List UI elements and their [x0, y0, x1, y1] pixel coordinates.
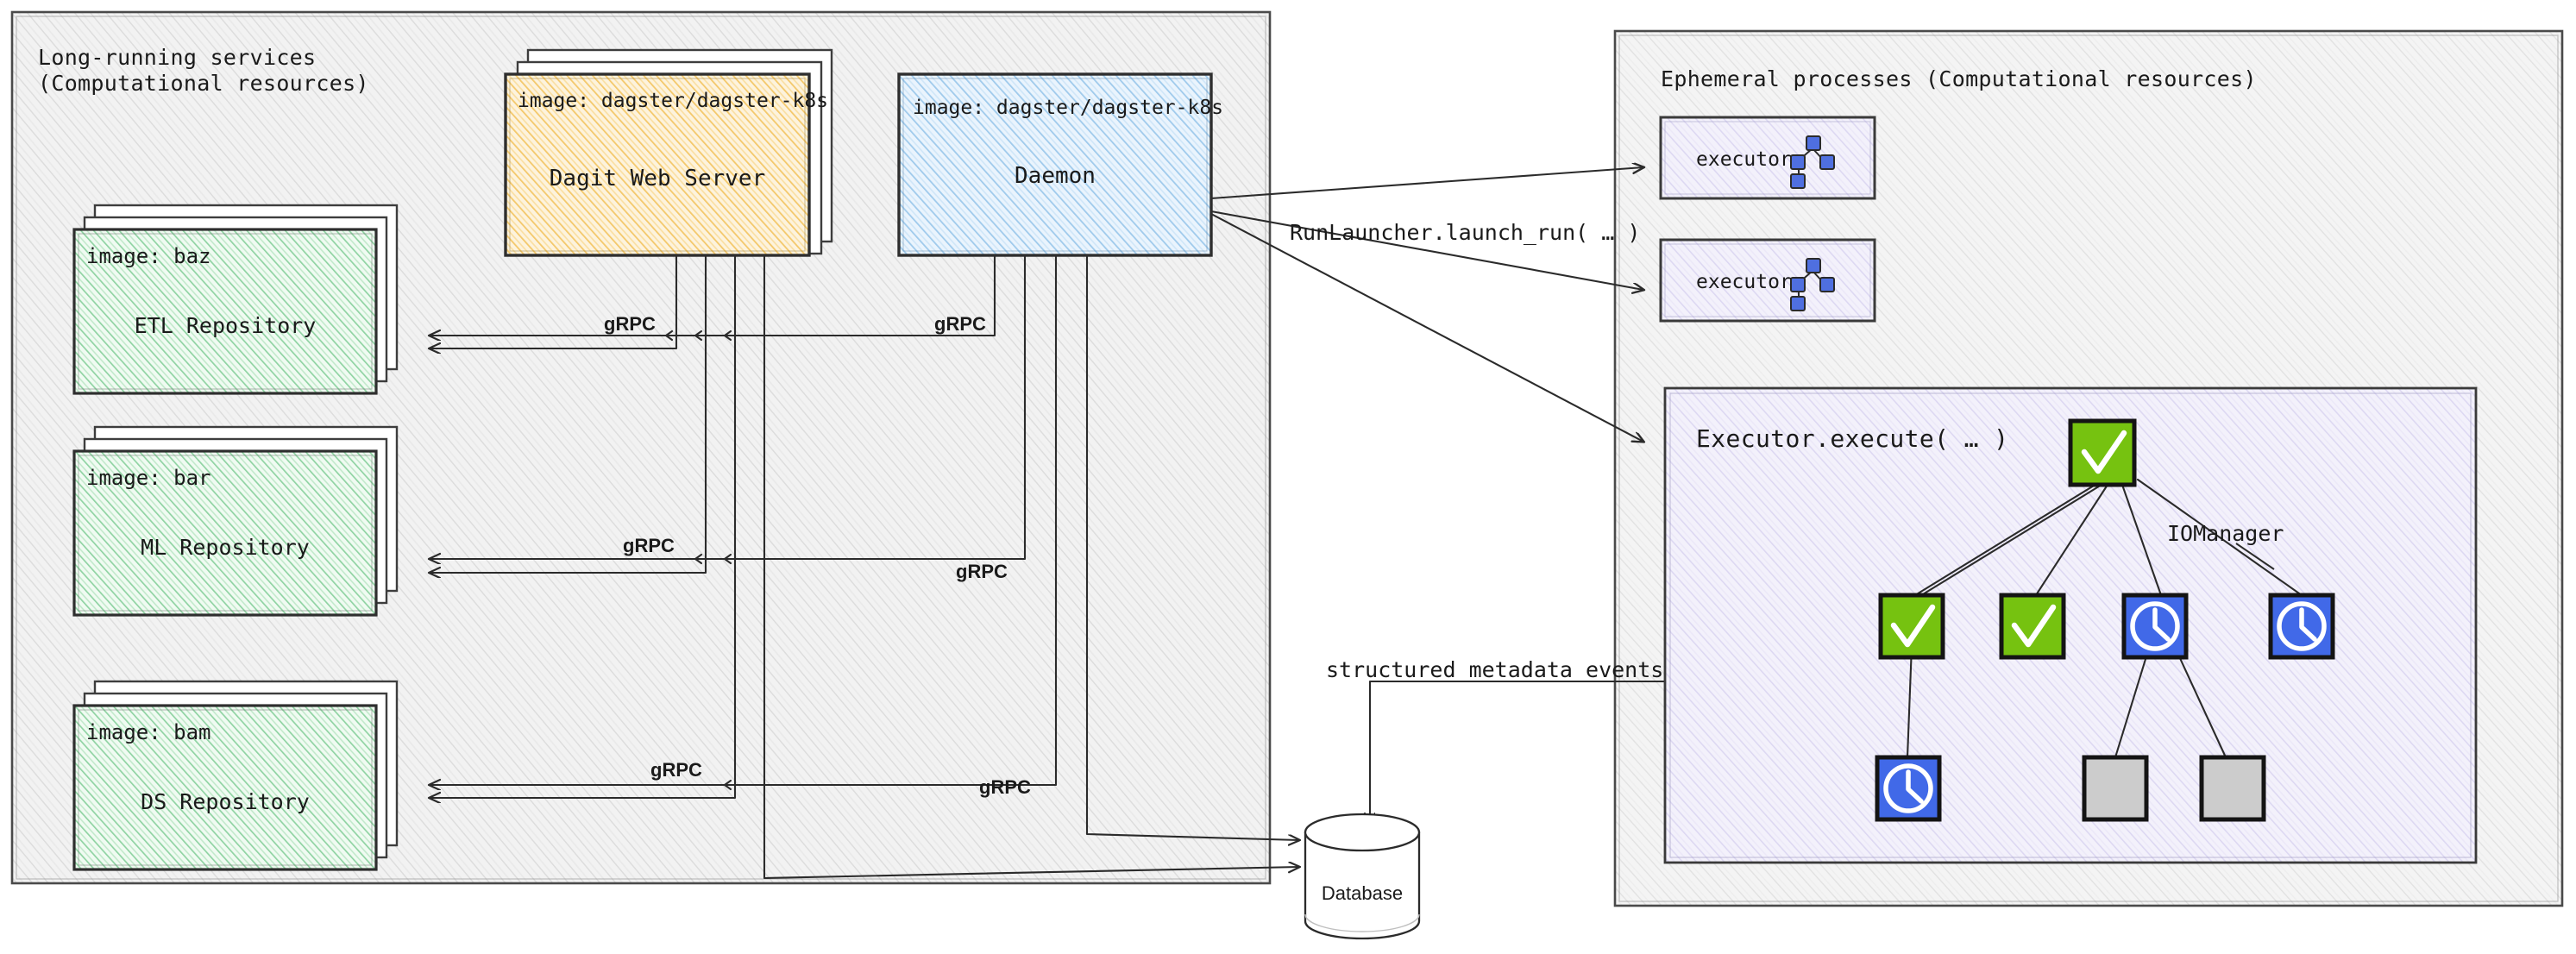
- repository-image-ds: image: bam: [86, 720, 211, 744]
- repository-image-etl: image: baz: [86, 244, 211, 268]
- dag-node-c1[interactable]: [1878, 593, 1945, 660]
- grpc-label-6: gRPC: [979, 776, 1031, 798]
- grpc-label-3: gRPC: [623, 535, 675, 556]
- left-panel-title-line1: Long-running services: [38, 45, 317, 70]
- service-name-daemon: Daemon: [1015, 163, 1096, 189]
- metadata-events-connection: [1370, 680, 1667, 824]
- database-label: Database: [1321, 882, 1404, 904]
- iomanager-leader: [2235, 543, 2275, 570]
- dag-node-c2[interactable]: [1999, 593, 2066, 660]
- repository-card-ml[interactable]: [72, 425, 399, 617]
- grpc-label-5: gRPC: [650, 759, 702, 781]
- left-panel-title-line2: (Computational resources): [38, 71, 369, 96]
- repository-card-etl[interactable]: [72, 204, 399, 395]
- repository-name-ml: ML Repository: [141, 535, 310, 560]
- service-image-dagit: image: dagster/dagster-k8s: [518, 90, 829, 112]
- dag-node-g3[interactable]: [2199, 755, 2266, 822]
- grpc-connections: [430, 254, 1058, 798]
- executor-card-1[interactable]: [1659, 116, 1876, 200]
- service-name-dagit: Dagit Web Server: [549, 166, 766, 191]
- repository-name-ds: DS Repository: [141, 789, 310, 814]
- repository-card-ds[interactable]: [72, 680, 399, 871]
- executor-label-2: executor: [1696, 271, 1792, 293]
- iomanager-label: IOManager: [2167, 521, 2284, 546]
- service-image-daemon: image: dagster/dagster-k8s: [913, 97, 1224, 119]
- dag-icon-1: [1790, 135, 1835, 189]
- repository-image-ml: image: bar: [86, 466, 211, 490]
- run-launcher-connections: [1209, 167, 1643, 442]
- repository-name-etl: ETL Repository: [134, 313, 317, 338]
- grpc-label-2: gRPC: [934, 313, 986, 335]
- dag-node-c4[interactable]: [2268, 593, 2335, 660]
- dag-icon-2: [1790, 258, 1835, 311]
- dag-node-root[interactable]: [2068, 418, 2137, 487]
- grpc-label-4: gRPC: [956, 561, 1008, 582]
- execute-panel-title: Executor.execute( … ): [1696, 424, 2009, 453]
- grpc-label-1: gRPC: [604, 313, 656, 335]
- dag-node-c3[interactable]: [2121, 593, 2189, 660]
- service-card-daemon[interactable]: [897, 72, 1213, 257]
- run-launcher-label: RunLauncher.launch_run( … ): [1290, 220, 1641, 245]
- database-cylinder[interactable]: [1304, 813, 1421, 940]
- database-connections: [763, 238, 1299, 880]
- executor-label-1: executor: [1696, 148, 1792, 171]
- executor-card-2[interactable]: [1659, 238, 1876, 323]
- right-panel-title: Ephemeral processes (Computational resou…: [1661, 66, 2257, 91]
- dag-edges: [1906, 478, 2303, 759]
- dag-node-g1[interactable]: [1875, 755, 1942, 822]
- metadata-events-label: structured metadata events: [1326, 657, 1664, 682]
- dag-node-g2[interactable]: [2082, 755, 2149, 822]
- service-card-dagit[interactable]: [504, 48, 833, 257]
